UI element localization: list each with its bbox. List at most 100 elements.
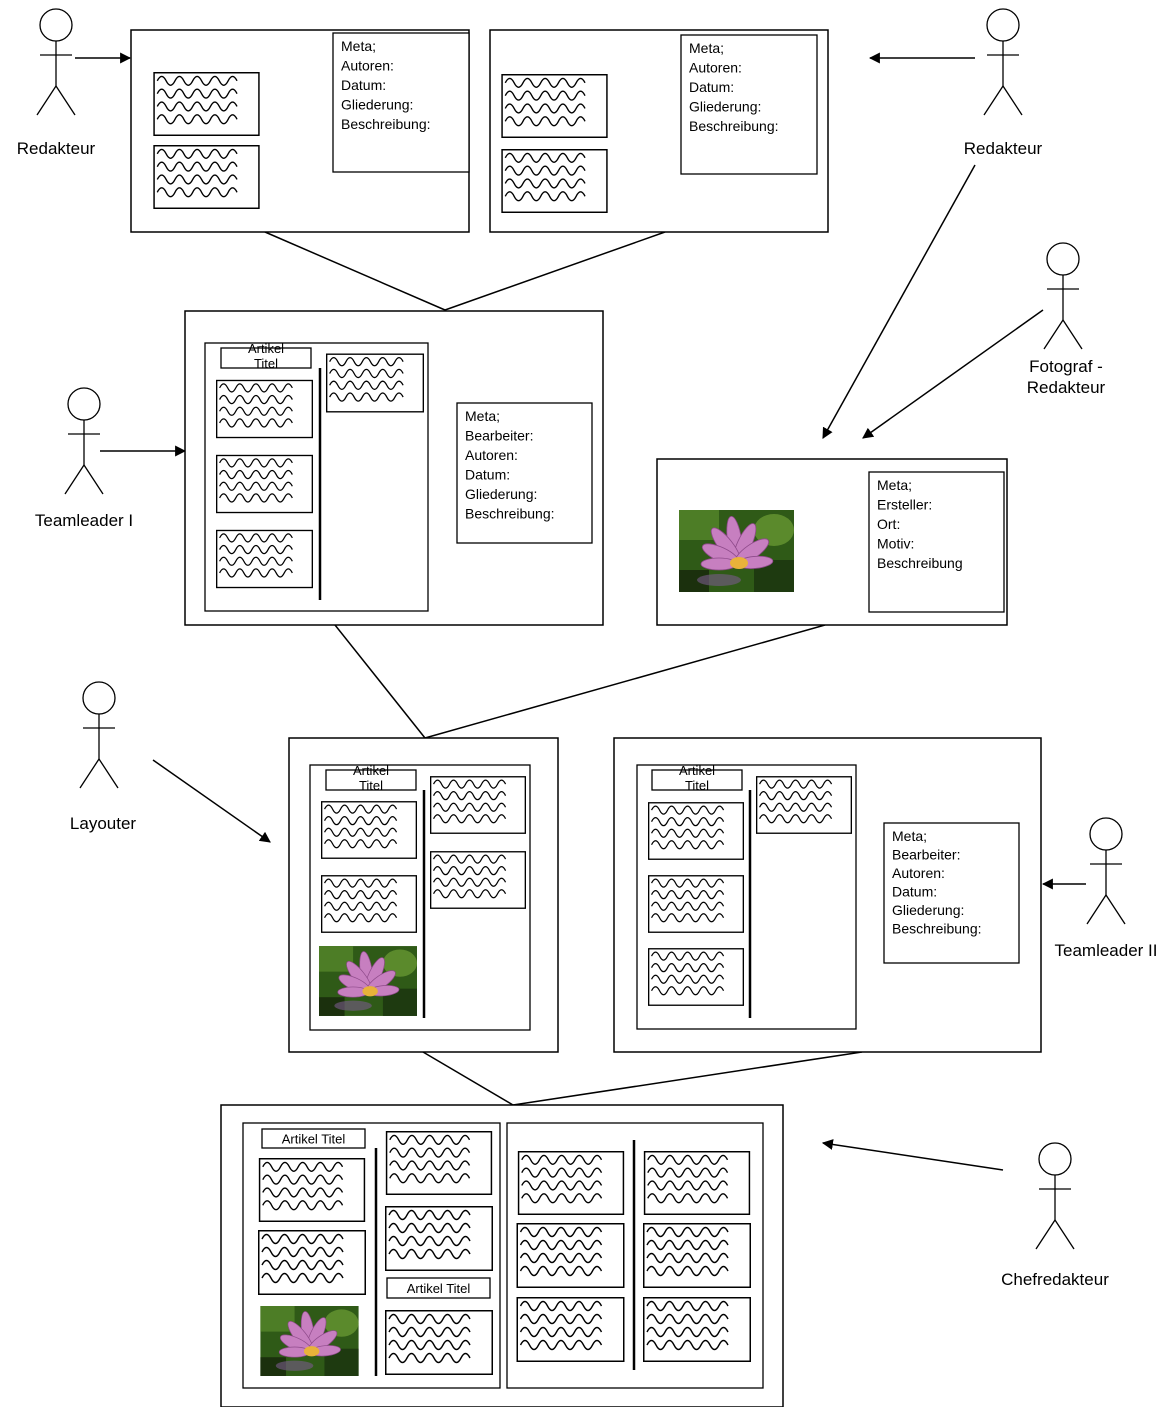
meta-text-line: Bearbeiter: [892, 847, 960, 863]
actor-head [1089, 817, 1123, 851]
meta-text-line: Gliederung: [465, 486, 537, 502]
text-block [385, 1131, 493, 1195]
meta-text-line: Datum: [689, 79, 734, 95]
actor-label-line: Teamleader I [35, 511, 133, 530]
meta-box-frame [456, 402, 593, 544]
meta-text-line: Datum: [465, 467, 510, 483]
actor-head [986, 8, 1020, 42]
meta-text-line: Meta; [465, 408, 500, 424]
article-title-line: Artikel [353, 763, 389, 778]
actor-label: Redakteur [17, 139, 96, 158]
actor-leg [1043, 319, 1064, 350]
text-block [430, 851, 526, 909]
article-title: Artikel Titel [407, 1281, 471, 1296]
text-block [321, 801, 417, 859]
actor-redakteur-right: Redakteur [964, 8, 1043, 158]
actor-label: Teamleader II [1055, 941, 1158, 960]
text-block [430, 776, 526, 834]
meta-text-line: Beschreibung: [465, 506, 555, 522]
meta-text-line: Beschreibung [877, 555, 963, 571]
article-title-line: Artikel [248, 341, 284, 356]
text-block [216, 454, 313, 514]
text-block [642, 1297, 752, 1362]
actor-leg [1105, 894, 1126, 925]
text-block [517, 1151, 625, 1215]
actor-layouter: Layouter [70, 681, 136, 833]
meta-text-line: Meta; [341, 38, 376, 54]
text-block [643, 1151, 751, 1215]
meta-text-line: Datum: [341, 77, 386, 93]
meta-text: Meta; Autoren: Datum: Gliederung: Beschreibu… [689, 40, 779, 134]
meta-text: Meta;Bearbeiter:Autoren:Datum:Gliederung… [465, 408, 555, 522]
actor-label-line: Layouter [70, 814, 136, 833]
article-title-box: Artikel Titel [386, 1277, 491, 1299]
article-title: Artikel Titel [282, 1132, 346, 1147]
meta-text-line: Gliederung: [341, 97, 413, 113]
meta-text-line: Ersteller: [877, 497, 932, 513]
text-block [501, 74, 608, 138]
text-block [216, 379, 313, 439]
meta-text: Meta;Autoren:Datum:Gliederung:Beschreibu… [341, 38, 431, 132]
flower-photo [259, 1306, 360, 1376]
article-title-frame [325, 769, 417, 791]
text-block [501, 149, 608, 213]
connector-line [424, 624, 826, 739]
meta-text-line: Beschreibung: [892, 921, 982, 937]
meta-box-frame [868, 471, 1005, 613]
actor-leg [1035, 1219, 1056, 1250]
actor-head [67, 387, 101, 421]
meta-text-line: Gliederung: [689, 99, 761, 115]
actor-label: Teamleader I [35, 511, 133, 530]
connector-line [444, 231, 666, 311]
actor-label-line: Teamleader II [1055, 941, 1158, 960]
text-block [648, 948, 744, 1006]
actor-label-line: Redakteur [17, 139, 96, 158]
arrow [152, 759, 271, 843]
text-block [257, 1230, 367, 1295]
actor-leg [1054, 1219, 1075, 1250]
text-block [648, 802, 744, 860]
connector-line [512, 1051, 863, 1106]
actor-leg [983, 85, 1004, 116]
text-block [648, 875, 744, 933]
actor-label-line: Fotograf - [1029, 357, 1103, 376]
actor-leg [64, 464, 85, 495]
actor-label-line: Redakteur [1027, 378, 1106, 397]
meta-box: Meta;Autoren:Datum:Gliederung:Beschreibu… [332, 32, 470, 173]
actor-leg [36, 85, 57, 116]
text-block [258, 1158, 366, 1222]
actor-label-line: Redakteur [964, 139, 1043, 158]
text-block [326, 353, 424, 413]
actor-leg [55, 85, 76, 116]
article-title-frame [261, 1128, 366, 1149]
meta-box-frame [332, 32, 470, 173]
meta-text-line: Autoren: [465, 447, 518, 463]
text-block [216, 529, 313, 589]
actor-teamleader-2: Teamleader II [1055, 817, 1158, 960]
meta-text-line: Beschreibung: [341, 116, 431, 132]
meta-text-line: Beschreibung: [689, 118, 779, 134]
arrow [821, 1139, 1004, 1171]
meta-box: Meta;Ersteller:Ort:Motiv:Beschreibung [868, 471, 1005, 613]
article-title-line: Titel [254, 356, 278, 371]
actor-head [1046, 242, 1080, 276]
actor-label: Layouter [70, 814, 136, 833]
meta-box-frame [680, 34, 818, 175]
meta-text-line: Autoren: [689, 60, 742, 76]
actor-leg [1002, 85, 1023, 116]
actor-label-line: Chefredakteur [1001, 1270, 1109, 1289]
meta-box-frame [883, 822, 1020, 964]
text-block [384, 1206, 494, 1271]
meta-box: Meta;Bearbeiter:Autoren:Datum:Gliederung… [883, 822, 1020, 964]
actor-leg [1062, 319, 1083, 350]
actor-label: Redakteur [964, 139, 1043, 158]
meta-text-line: Meta; [689, 40, 724, 56]
connector-line [334, 624, 426, 739]
